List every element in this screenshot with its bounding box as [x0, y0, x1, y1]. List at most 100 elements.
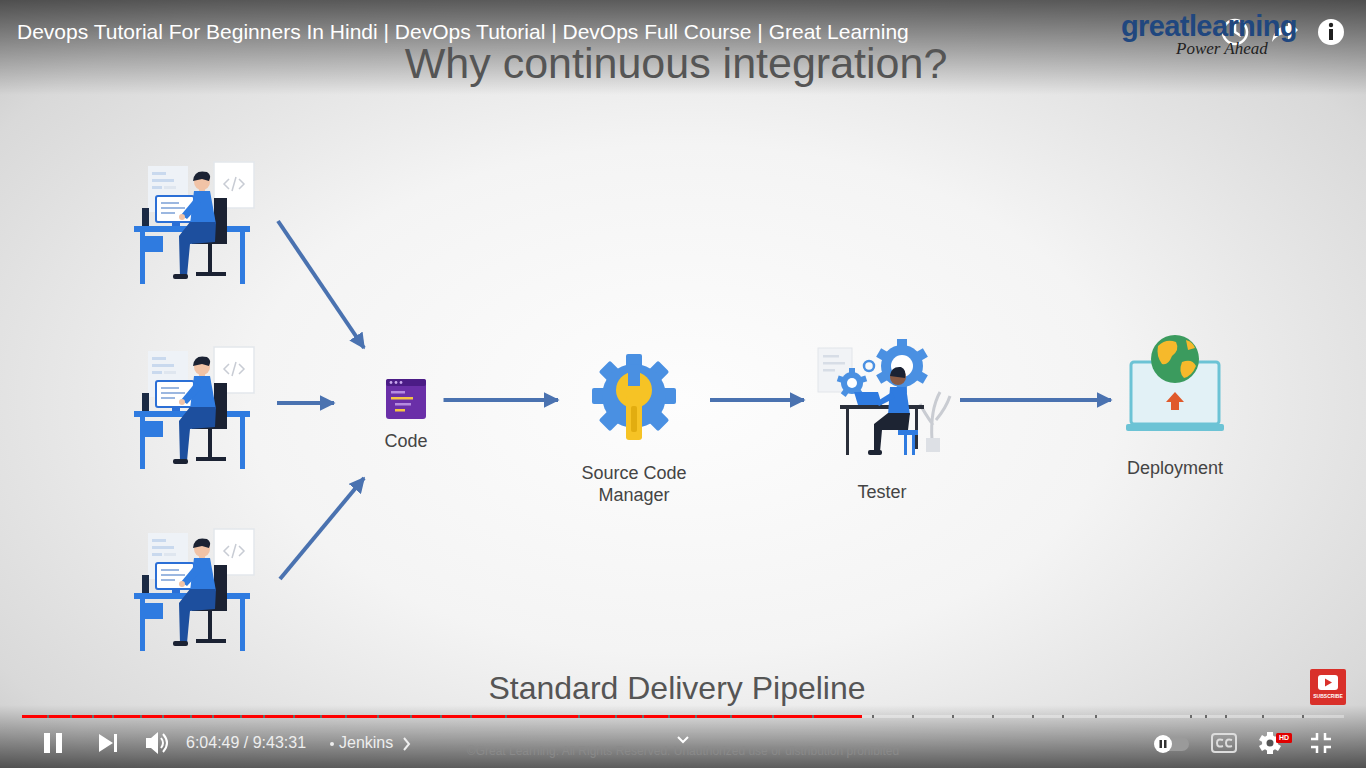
tester-figure	[818, 339, 950, 455]
info-icon	[1318, 19, 1344, 45]
flow-arrow	[960, 398, 1111, 402]
tester-figure	[841, 372, 863, 394]
progress-bar	[190, 715, 192, 718]
progress-bar	[293, 715, 295, 718]
autoplay-toggle	[1154, 735, 1172, 753]
step-label: Source Code Manager	[574, 462, 694, 506]
tester-figure	[823, 355, 839, 358]
gear-wrench-icon	[628, 368, 640, 386]
bottom-shade	[0, 705, 1366, 768]
gear-wrench-icon	[631, 406, 637, 432]
progress-bar	[872, 715, 874, 718]
process-step: Source Code Manager	[568, 352, 700, 510]
volume-icon	[146, 732, 158, 754]
progress-bar	[47, 715, 1304, 718]
flow-arrow	[444, 398, 558, 402]
code-icon	[386, 379, 426, 419]
next-icon	[99, 734, 113, 752]
time-display: 6:04:49 / 9:43:31	[186, 734, 306, 752]
deployment-icon	[1158, 341, 1178, 365]
progress-bar	[578, 715, 580, 718]
progress-bar	[668, 715, 670, 718]
top-shade	[0, 0, 1366, 95]
progress-bar	[212, 715, 214, 718]
tester-figure	[874, 413, 910, 452]
video-title: Devops Tutorial For Beginners In Hindi |…	[17, 20, 909, 44]
pause-icon	[44, 733, 50, 753]
chapter-bullet	[330, 742, 334, 746]
autoplay-toggle	[1164, 740, 1167, 748]
progress-bar	[1205, 715, 1207, 718]
volume-icon	[161, 734, 167, 752]
tester-figure	[868, 450, 882, 455]
progress-bar	[1302, 715, 1304, 718]
progress-bar	[912, 715, 914, 718]
chapter-name: Jenkins	[339, 734, 393, 752]
tester-figure	[904, 435, 907, 455]
hd-badge	[1276, 733, 1292, 743]
developer-arrow	[277, 401, 334, 405]
tester-figure	[876, 339, 928, 393]
tester-figure	[823, 369, 835, 372]
tester-figure	[890, 367, 906, 378]
exit-fullscreen-icon	[1311, 733, 1317, 739]
progress-bar	[695, 715, 697, 718]
tester-figure	[915, 409, 918, 449]
subscribe-button	[1318, 675, 1338, 690]
settings-icon	[1262, 735, 1278, 751]
deployment-icon	[1186, 340, 1195, 350]
progress-bar	[952, 715, 954, 718]
autoplay-toggle	[1160, 740, 1163, 748]
progress-bar	[22, 715, 1344, 718]
deployment-icon	[1126, 335, 1224, 431]
progress-bar	[377, 715, 379, 718]
step-label: Deployment	[1127, 457, 1223, 479]
settings-icon	[1267, 740, 1274, 747]
progress-bar	[1032, 715, 1034, 718]
tester-figure	[840, 405, 924, 409]
progress-bar	[992, 715, 994, 718]
progress-bar	[345, 715, 347, 718]
tester-figure	[898, 430, 918, 435]
tester-figure	[881, 345, 923, 387]
deployment-icon	[1180, 361, 1196, 378]
progress-bar	[1262, 715, 1264, 718]
tester-figure	[891, 355, 913, 377]
tester-figure	[876, 392, 895, 406]
tester-figure	[912, 435, 915, 455]
next-icon	[114, 734, 117, 752]
progress-bar	[642, 715, 644, 718]
chapter-chevron	[404, 738, 409, 750]
captions-icon	[1217, 739, 1232, 746]
progress-bar	[1225, 715, 1227, 718]
tester-figure	[920, 392, 950, 440]
progress-bar	[22, 715, 1344, 718]
volume-icon	[146, 732, 167, 754]
developer-figure	[134, 347, 254, 469]
progress-bar	[162, 715, 164, 718]
exit-fullscreen-icon	[1325, 747, 1331, 753]
subscribe-button	[1310, 669, 1346, 705]
slide-title: Why continuous integration?	[405, 39, 948, 88]
tester-figure	[926, 438, 940, 452]
progress-bar	[505, 715, 507, 718]
deployment-icon	[1166, 392, 1184, 410]
process-step: Deployment	[1121, 334, 1229, 483]
step-label: Tester	[857, 481, 906, 503]
progress-bar	[112, 715, 114, 718]
subscribe-button	[1325, 679, 1332, 687]
code-icon	[390, 381, 393, 384]
tester-figure	[846, 409, 849, 455]
expand-chevron	[678, 737, 688, 742]
progress-bar	[1095, 715, 1097, 718]
developer-arrow	[280, 478, 364, 579]
pause-icon	[56, 733, 62, 753]
progress-bar	[730, 715, 732, 718]
captions-icon	[1212, 734, 1236, 752]
info-icon	[1329, 29, 1333, 40]
exit-fullscreen-icon	[1325, 733, 1331, 739]
info-icon	[1318, 19, 1344, 45]
